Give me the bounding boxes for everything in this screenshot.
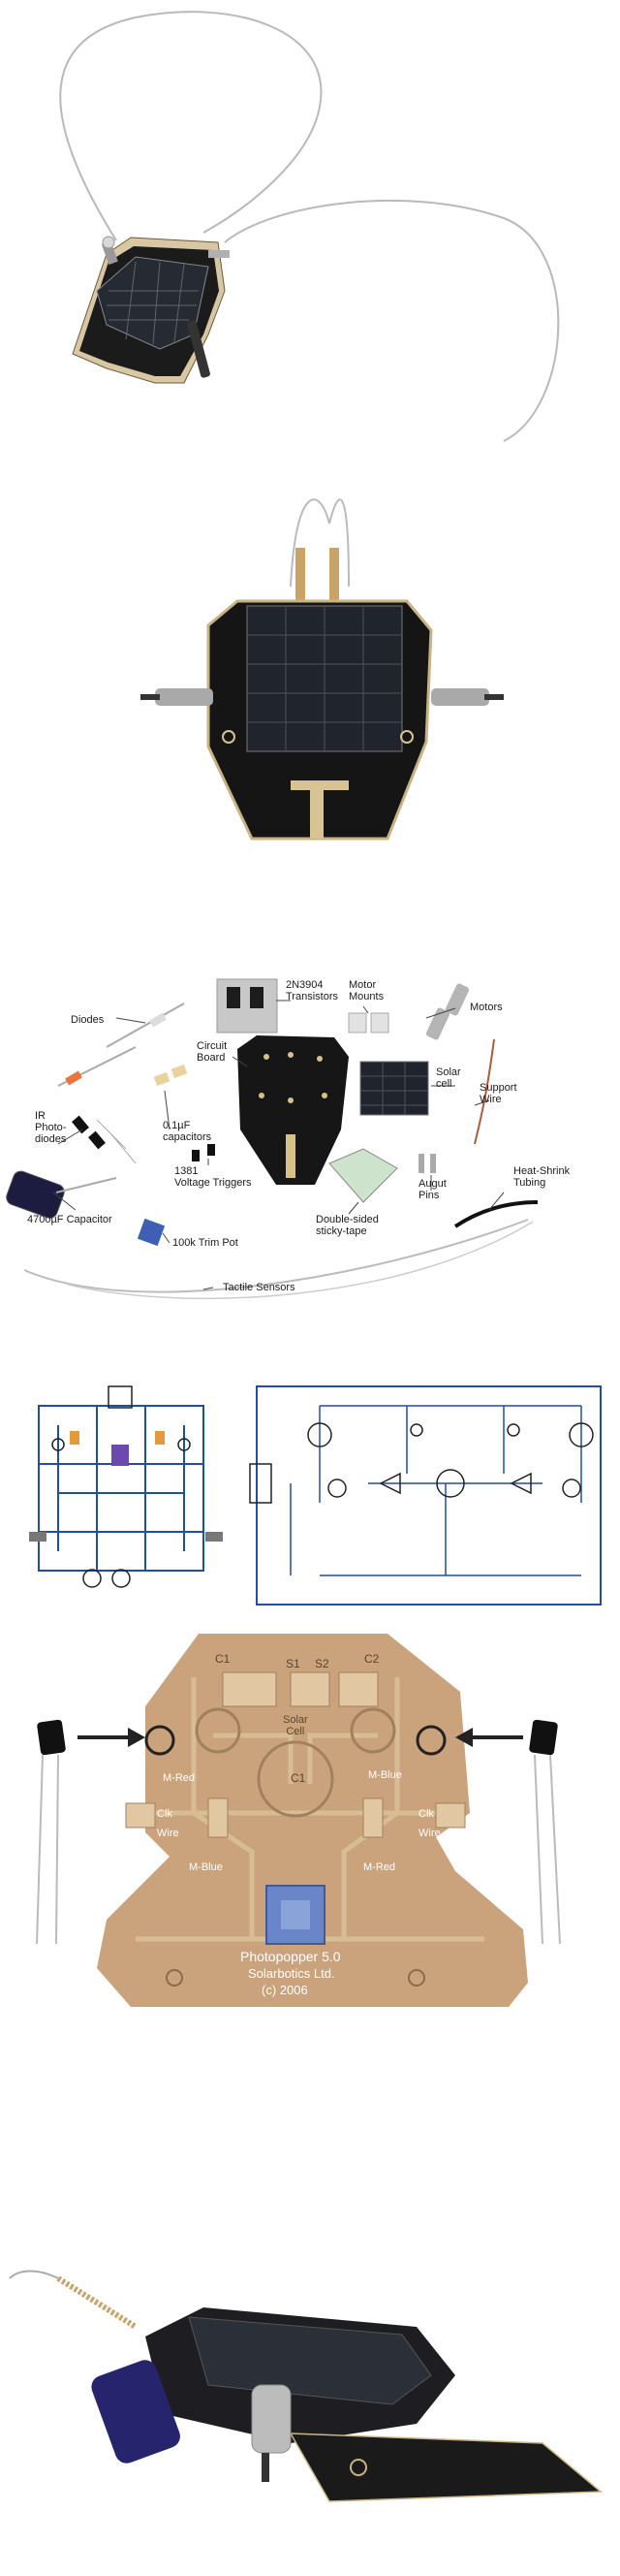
pcb-label-brand-3: (c) 2006 — [262, 1983, 308, 1997]
label-circuit-board: Circuit Board — [197, 1040, 228, 1064]
pcb-label-c2-right: C2 — [364, 1652, 380, 1666]
photo-assembled-view — [0, 456, 620, 911]
pcb-label-wire-right: Wire — [418, 1828, 441, 1839]
photo-top-view — [0, 0, 620, 456]
label-support-wire: Support Wire — [480, 1082, 517, 1105]
pcb-label-s2: S2 — [315, 1657, 329, 1670]
label-capacitors-01: 0.1µF capacitors — [163, 1120, 212, 1143]
label-voltage-triggers: 1381 Voltage Triggers — [174, 1165, 252, 1189]
pcb-label-c1-left: C1 — [215, 1652, 231, 1666]
pcb-label-m-blue-left: M-Blue — [189, 1861, 223, 1873]
pcb-label-brand-1: Photopopper 5.0 — [240, 1949, 341, 1964]
pcb-label-clk-right: Clk — [418, 1808, 434, 1820]
pcb-label-solar-cell: Solar Cell — [283, 1714, 308, 1737]
label-trim-pot: 100k Trim Pot — [172, 1237, 238, 1249]
label-motor-mounts: Motor Mounts — [349, 979, 385, 1002]
label-solar-cell: Solar cell — [436, 1066, 461, 1090]
pcb-label-wire-left: Wire — [157, 1828, 179, 1839]
label-sticky-tape: Double-sided sticky-tape — [316, 1214, 379, 1237]
photo-side-view — [0, 2172, 620, 2576]
parts-layout: 2N3904 Transistors Motor Mounts Motors D… — [0, 960, 620, 1348]
pcb-label-m-red-left: M-Red — [163, 1772, 196, 1784]
label-capacitor-4700: 4700µF Capacitor — [27, 1214, 112, 1225]
label-motors: Motors — [470, 1002, 503, 1013]
label-transistors: 2N3904 Transistors — [286, 979, 338, 1002]
pcb-label-c1-center: C1 — [291, 1771, 306, 1785]
pcb-label-s1: S1 — [286, 1657, 300, 1670]
pcb-label-brand-2: Solarbotics Ltd. — [248, 1966, 335, 1981]
schematics — [0, 1367, 620, 1609]
label-heat-shrink: Heat-Shrink Tubing — [513, 1165, 571, 1189]
pcb-close-up: C1 C2 S1 S2 Solar Cell C1 M-Red M-Blue C… — [0, 1619, 620, 2162]
pcb-label-m-red-right: M-Red — [363, 1861, 396, 1873]
pcb-label-m-blue-right: M-Blue — [368, 1769, 402, 1781]
label-augut-pins: Augut Pins — [418, 1178, 447, 1201]
label-diodes: Diodes — [71, 1014, 105, 1026]
pcb-label-clk-left: Clk — [157, 1808, 172, 1820]
wiring-diagram — [38, 1405, 204, 1572]
label-ir-photodiodes: IR Photo- diodes — [35, 1110, 67, 1145]
label-tactile-sensors: Tactile Sensors — [223, 1282, 295, 1293]
